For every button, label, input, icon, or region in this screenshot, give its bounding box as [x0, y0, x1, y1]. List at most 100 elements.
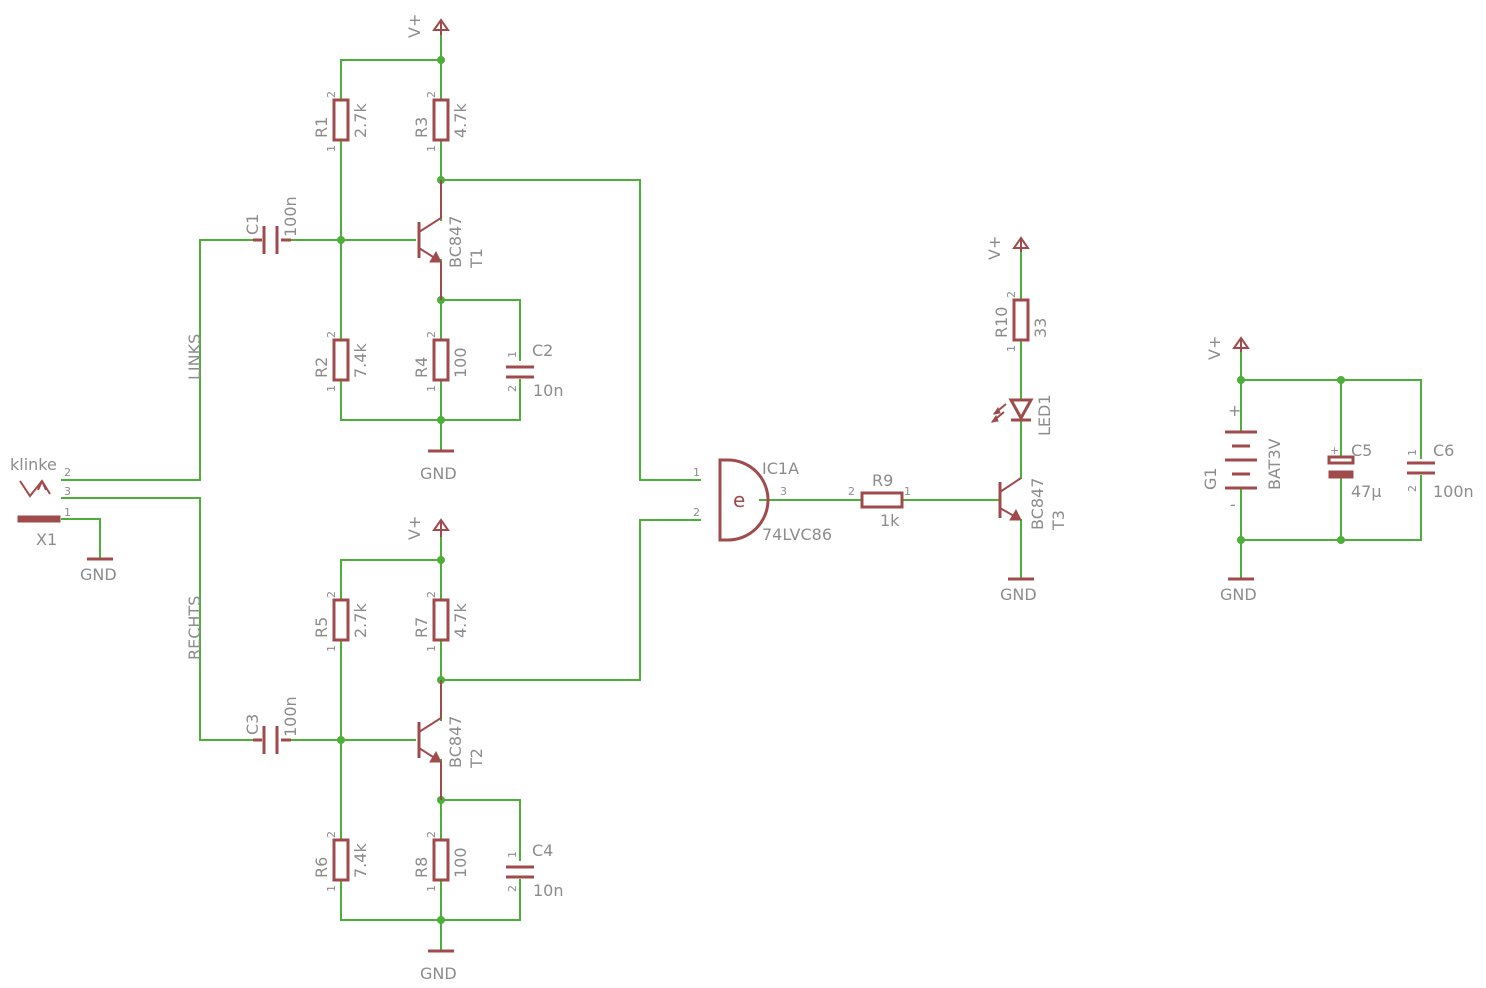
svg-text:10n: 10n [533, 881, 564, 900]
svg-text:2: 2 [425, 331, 438, 338]
svg-text:2: 2 [506, 885, 519, 892]
audio-jack-x1: klinke 2 3 1 X1 [10, 455, 71, 549]
svg-text:1: 1 [506, 351, 519, 358]
svg-text:GND: GND [420, 964, 457, 983]
svg-text:R2: R2 [312, 357, 331, 378]
svg-text:T1: T1 [467, 248, 486, 269]
capacitor-c5: + C5 47µ [1327, 441, 1382, 501]
svg-text:2: 2 [325, 831, 338, 838]
svg-text:R1: R1 [312, 117, 331, 138]
svg-text:47µ: 47µ [1351, 482, 1382, 501]
svg-text:1: 1 [325, 385, 338, 392]
svg-text:R5: R5 [312, 617, 331, 638]
svg-text:1: 1 [64, 506, 71, 519]
svg-text:100: 100 [451, 847, 470, 878]
svg-text:BC847: BC847 [446, 216, 465, 268]
svg-text:2: 2 [425, 91, 438, 98]
svg-text:-: - [1230, 495, 1236, 514]
svg-text:2: 2 [64, 466, 71, 479]
svg-text:2: 2 [425, 591, 438, 598]
svg-text:2: 2 [693, 506, 700, 519]
ground-symbol-led: GND [1000, 577, 1037, 604]
svg-text:100n: 100n [1433, 482, 1474, 501]
svg-text:2: 2 [325, 591, 338, 598]
transistor-t2: BC847 T2 [417, 680, 486, 800]
svg-text:1k: 1k [880, 511, 900, 530]
svg-text:X1: X1 [36, 530, 57, 549]
svg-text:100: 100 [451, 347, 470, 378]
resistor-r6: R6 7.4k 2 1 [312, 831, 370, 892]
svg-text:e: e [733, 488, 745, 512]
svg-text:33: 33 [1031, 318, 1050, 338]
svg-text:V+: V+ [405, 14, 424, 38]
wires [61, 34, 1422, 951]
svg-text:C1: C1 [243, 214, 262, 235]
supply-symbol-top: V+ [405, 14, 450, 38]
svg-text:74LVC86: 74LVC86 [762, 525, 832, 544]
junctions [337, 56, 1345, 924]
svg-text:1: 1 [904, 485, 911, 498]
capacitor-c1: C1 100n [243, 196, 300, 254]
svg-text:1: 1 [425, 645, 438, 652]
svg-text:1: 1 [425, 885, 438, 892]
svg-text:+: + [1228, 401, 1241, 420]
svg-text:V+: V+ [1205, 336, 1224, 360]
capacitor-c3: C3 100n [243, 696, 300, 754]
resistor-r7: R7 4.7k 2 1 [412, 591, 470, 652]
svg-text:2: 2 [848, 485, 855, 498]
resistor-r10: R10 33 2 1 [992, 291, 1050, 352]
svg-text:1: 1 [325, 645, 338, 652]
resistor-r5: R5 2.7k 2 1 [312, 591, 370, 652]
transistor-t1: BC847 T1 [417, 180, 486, 300]
capacitor-c2: C2 10n 1 2 [506, 341, 564, 400]
supply-symbol-bottom: V+ [405, 516, 450, 540]
capacitor-c6: C6 100n 1 2 [1406, 441, 1474, 501]
xor-gate-ic1a: e IC1A 74LVC86 1 2 3 [693, 458, 832, 544]
svg-text:R9: R9 [872, 471, 893, 490]
svg-text:GND: GND [80, 565, 117, 584]
battery-g1: + - G1 BAT3V [1201, 401, 1284, 514]
svg-text:4.7k: 4.7k [451, 603, 470, 638]
transistor-t3: BC847 T3 [998, 477, 1068, 531]
led-1: LED1 [990, 394, 1054, 436]
svg-text:T3: T3 [1049, 510, 1068, 531]
svg-text:1: 1 [506, 851, 519, 858]
svg-text:7.4k: 7.4k [351, 843, 370, 878]
ground-symbol-jack: GND [80, 557, 117, 584]
supply-symbol-led: V+ [985, 236, 1030, 260]
svg-text:2.7k: 2.7k [351, 103, 370, 138]
svg-text:2: 2 [325, 331, 338, 338]
svg-text:2: 2 [506, 385, 519, 392]
svg-text:2: 2 [1406, 485, 1419, 492]
resistor-r1: R1 2.7k 2 1 [312, 91, 370, 152]
svg-text:C3: C3 [243, 714, 262, 735]
svg-text:3: 3 [780, 485, 787, 498]
resistor-r2: R2 7.4k 2 1 [312, 331, 370, 392]
svg-text:GND: GND [1220, 585, 1257, 604]
ground-symbol-bottom: GND [420, 949, 457, 983]
svg-text:G1: G1 [1201, 467, 1220, 490]
capacitor-c4: C4 10n 1 2 [506, 841, 564, 900]
svg-text:R10: R10 [992, 307, 1011, 338]
svg-text:R6: R6 [312, 857, 331, 878]
svg-text:1: 1 [325, 145, 338, 152]
svg-text:R8: R8 [412, 857, 431, 878]
svg-text:GND: GND [420, 464, 457, 483]
svg-text:BC847: BC847 [446, 716, 465, 768]
svg-text:R4: R4 [412, 357, 431, 378]
ground-symbol-battery: GND [1220, 577, 1257, 604]
net-label-right: RECHTS [185, 596, 204, 660]
net-label-left: LINKS [185, 334, 204, 380]
svg-text:C6: C6 [1433, 441, 1454, 460]
svg-text:R7: R7 [412, 617, 431, 638]
resistor-r8: R8 100 2 1 [412, 831, 470, 892]
svg-text:+: + [1330, 444, 1339, 457]
svg-text:R3: R3 [412, 117, 431, 138]
svg-text:BC847: BC847 [1028, 478, 1047, 530]
svg-text:C5: C5 [1351, 441, 1372, 460]
svg-text:LED1: LED1 [1035, 394, 1054, 436]
svg-text:V+: V+ [405, 516, 424, 540]
svg-text:C2: C2 [532, 341, 553, 360]
svg-text:4.7k: 4.7k [451, 103, 470, 138]
